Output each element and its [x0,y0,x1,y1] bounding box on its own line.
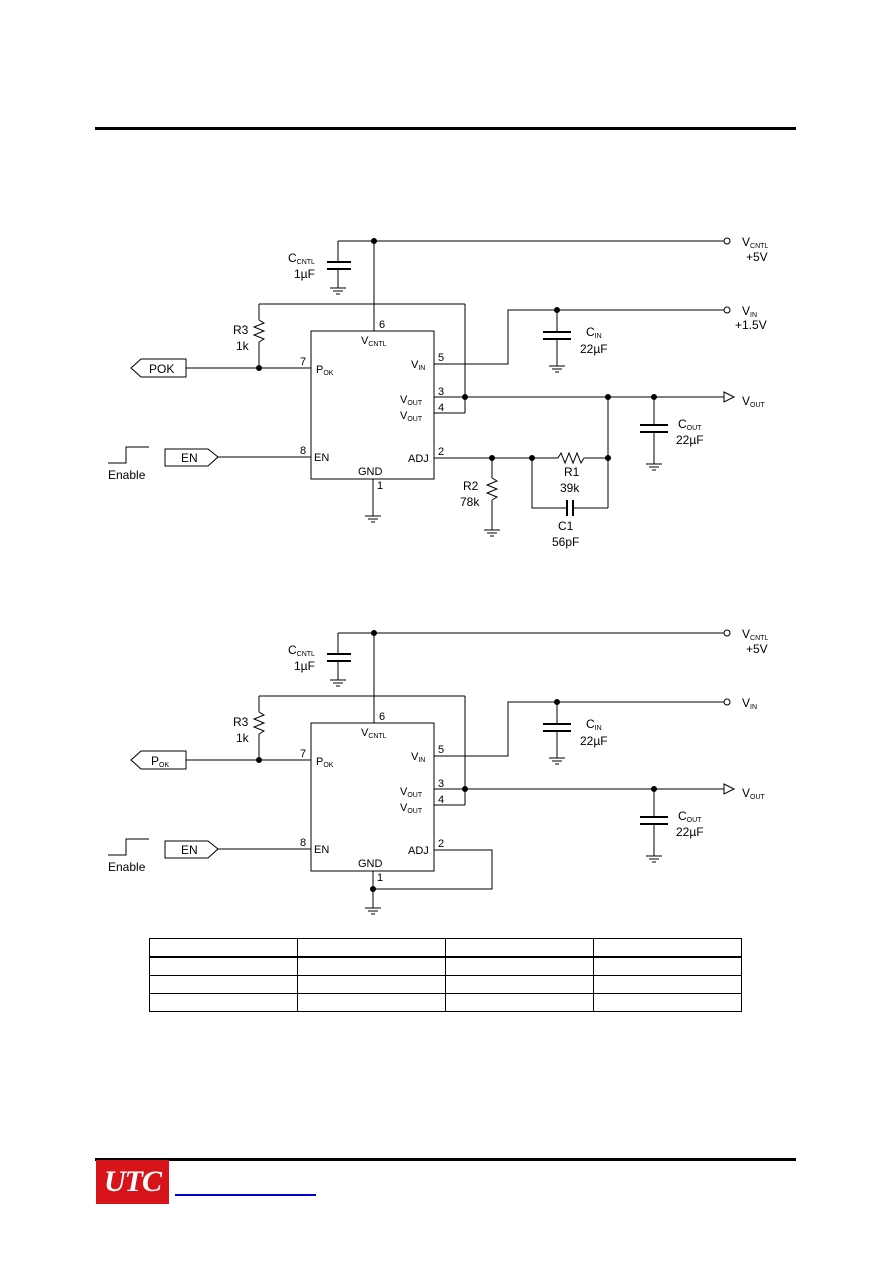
ic-vcntl-name: VCNTL [361,727,387,740]
pin-number: 6 [379,319,385,331]
pin-number: 2 [438,838,444,850]
ic-en-name: EN [314,844,329,856]
r1-label: R1 [564,465,580,479]
r3-resistor [252,319,266,343]
vcntl-terminal [723,237,731,245]
vcntl-terminal [723,629,731,637]
circuit-2 [108,629,736,915]
vcntl-terminal-label: VCNTL [742,627,768,642]
pin-number: 5 [438,352,444,364]
cout-label: COUT [678,809,702,824]
ic-vin-name: VIN [411,751,425,764]
vin-terminal-label: VIN [742,696,757,711]
vin-terminal-label: VIN [742,304,757,319]
pok-flag [130,750,187,770]
ic-en-name: EN [314,452,329,464]
logo-text: UTC [104,1165,162,1198]
r1-value: 39k [560,481,580,495]
vcntl-terminal-value: +5V [746,642,768,656]
r3-label: R3 [233,323,249,337]
r2-label: R2 [463,479,479,493]
table-row [149,938,742,958]
pok-flag [130,358,187,378]
ic-adj-name: ADJ [408,845,429,857]
ic-vout1-name: VOUT [400,786,423,799]
vcntl-terminal-value: +5V [746,250,768,264]
website-link[interactable] [175,1194,316,1196]
table-row [149,956,742,976]
pin-number: 1 [377,480,383,492]
pin-number: 4 [438,794,444,806]
table-row [149,993,742,1012]
cin-value: 22µF [580,342,608,356]
pin-number: 7 [300,356,306,368]
pok-flag-text: POK [151,754,169,769]
r3-value: 1k [236,731,250,745]
r2-value: 78k [460,495,480,509]
vin-terminal-value: +1.5V [735,318,767,332]
pin-number: 4 [438,402,444,414]
cin-label: CIN [586,717,602,732]
ic-vout2-name: VOUT [400,410,423,423]
utc-logo: UTC [96,1160,169,1204]
vcntl-terminal-label: VCNTL [742,235,768,250]
enable-label: Enable [108,860,146,874]
vout-terminal-label: VOUT [742,786,766,801]
pin-number: 5 [438,744,444,756]
ic-vin-name: VIN [411,359,425,372]
ic-vcntl-name: VCNTL [361,335,387,348]
circuit-1 [108,237,736,537]
vout-arrow [723,783,736,795]
ic-vout1-name: VOUT [400,394,423,407]
junction-dot [371,238,377,244]
pin-number: 3 [438,778,444,790]
cout-label: COUT [678,417,702,432]
c-cntl-label: CCNTL [288,643,315,658]
cin-label: CIN [586,325,602,340]
pin-number: 8 [300,445,306,457]
c-cntl-value: 1µF [294,659,315,673]
c1-label: C1 [558,519,574,533]
r2-resistor [485,477,499,501]
vin-terminal [723,698,731,706]
ic-gnd-name: GND [358,466,383,478]
vout-arrow [723,391,736,403]
pin-number: 1 [377,872,383,884]
pin-number: 7 [300,748,306,760]
pin-number: 8 [300,837,306,849]
en-flag-text: EN [181,451,198,465]
r3-resistor [252,711,266,735]
ic-pok-name: POK [316,364,334,377]
vin-terminal [723,306,731,314]
table-row [149,975,742,994]
pok-flag-text: POK [149,362,174,376]
en-flag [164,448,219,467]
c-cntl-label: CCNTL [288,251,315,266]
cin-value: 22µF [580,734,608,748]
enable-step [108,838,149,856]
ic-vout2-name: VOUT [400,802,423,815]
r1-resistor [557,451,585,465]
header-rule [95,127,796,130]
en-flag-text: EN [181,843,198,857]
pin-number: 2 [438,446,444,458]
r3-value: 1k [236,339,250,353]
footer-rule [95,1158,796,1161]
empty-data-table [149,938,742,1012]
enable-label: Enable [108,468,146,482]
c1-value: 56pF [552,535,579,549]
pin-number: 6 [379,711,385,723]
en-flag [164,840,219,859]
vout-terminal-label: VOUT [742,394,766,409]
r3-label: R3 [233,715,249,729]
cout-value: 22µF [676,433,704,447]
ic-pok-name: POK [316,756,334,769]
enable-step [108,446,149,464]
cout-value: 22µF [676,825,704,839]
pin-number: 3 [438,386,444,398]
ic-gnd-name: GND [358,858,383,870]
ic-adj-name: ADJ [408,453,429,465]
c-cntl-value: 1µF [294,267,315,281]
